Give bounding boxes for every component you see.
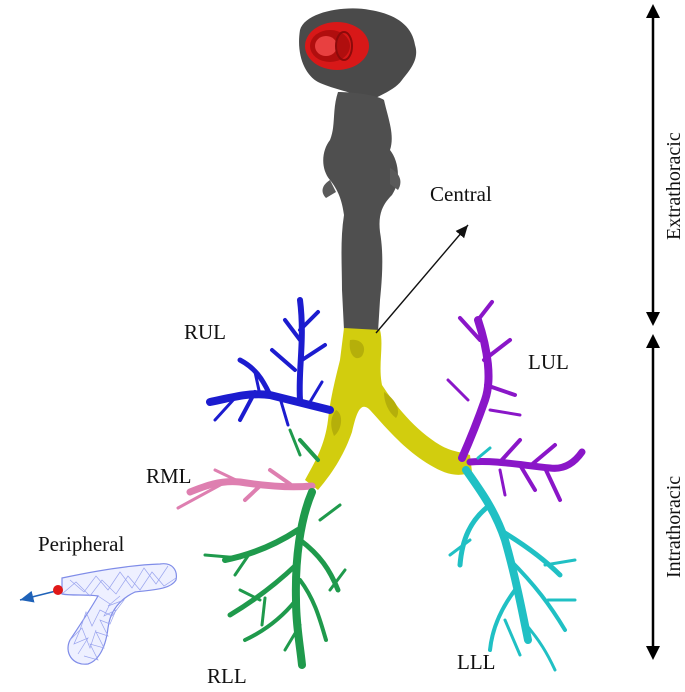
face-mask: [305, 22, 369, 70]
intrathoracic-arrow: [646, 334, 660, 660]
lul-lobe: [446, 300, 586, 502]
central-airway: [305, 328, 472, 490]
label-lll: LLL: [457, 650, 495, 674]
particle-dot: [53, 585, 63, 595]
label-lul: LUL: [528, 350, 569, 374]
label-rul: RUL: [184, 320, 226, 344]
label-intrathoracic: Intrathoracic: [663, 476, 685, 578]
label-central: Central: [430, 182, 492, 206]
extrathoracic-arrow: [646, 4, 660, 326]
particle-arrow: [19, 590, 57, 603]
label-rll: RLL: [207, 664, 247, 688]
rml-lobe: [176, 468, 316, 510]
label-rml: RML: [146, 464, 192, 488]
central-arrow: [375, 224, 469, 334]
lll-lobe: [448, 446, 577, 672]
peripheral-mesh: [61, 563, 177, 665]
label-peripheral: Peripheral: [38, 532, 124, 556]
rll-lobe: [203, 428, 347, 669]
label-extrathoracic: Extrathoracic: [663, 132, 685, 240]
rul-lobe: [206, 297, 334, 427]
